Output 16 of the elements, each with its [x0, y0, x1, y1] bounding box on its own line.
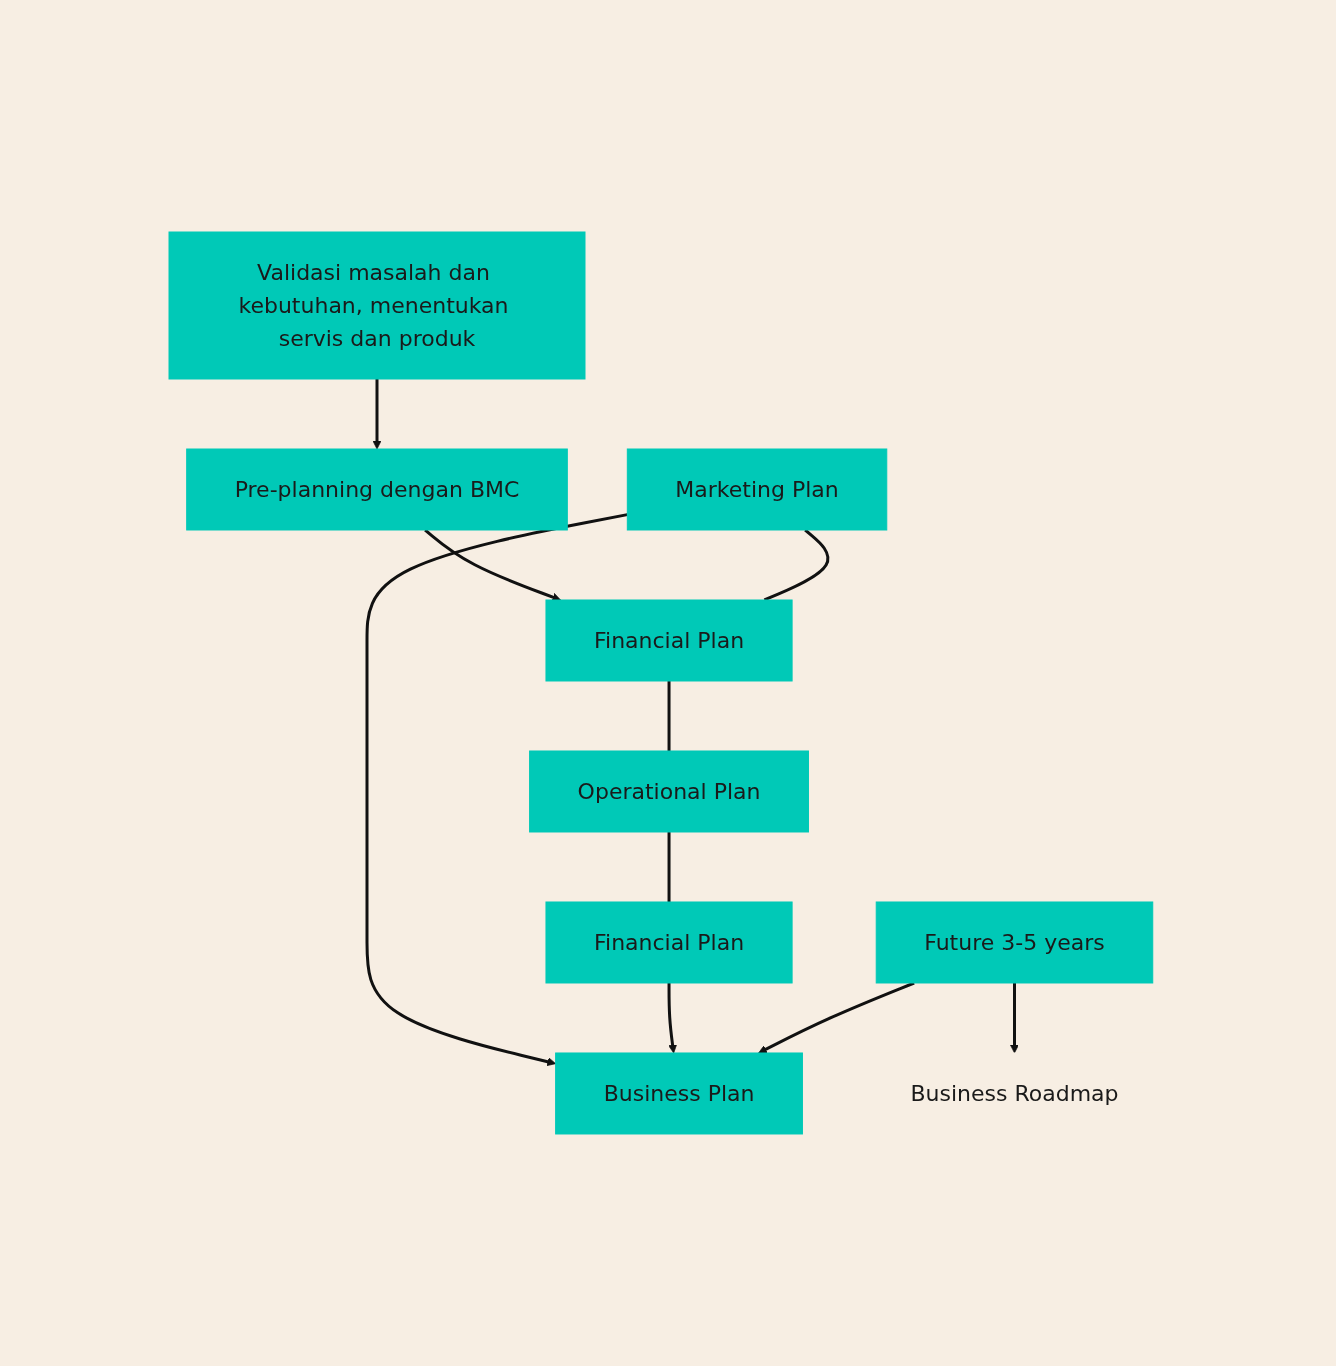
node-box: Future 3-5 years: [875, 901, 1154, 984]
node-box: Operational Plan: [529, 750, 810, 833]
arrow: [1010, 983, 1020, 1054]
arrow: [372, 379, 382, 450]
node-box: Validasi masalah dan kebutuhan, menentukan servis dan produk: [168, 231, 586, 380]
node-box: Business Plan: [555, 1052, 804, 1135]
arrow: [758, 981, 915, 1054]
node-box: Marketing Plan: [627, 448, 888, 531]
arrow: [365, 513, 628, 1067]
node-box: Financial Plan: [545, 599, 793, 682]
connector: [667, 832, 671, 902]
node-box: Pre-planning dengan BMC: [186, 448, 569, 531]
node-box: Financial Plan: [545, 901, 793, 984]
connector: [667, 681, 671, 751]
arrow: [667, 983, 678, 1054]
node-text: Business Roadmap: [910, 1080, 1119, 1106]
